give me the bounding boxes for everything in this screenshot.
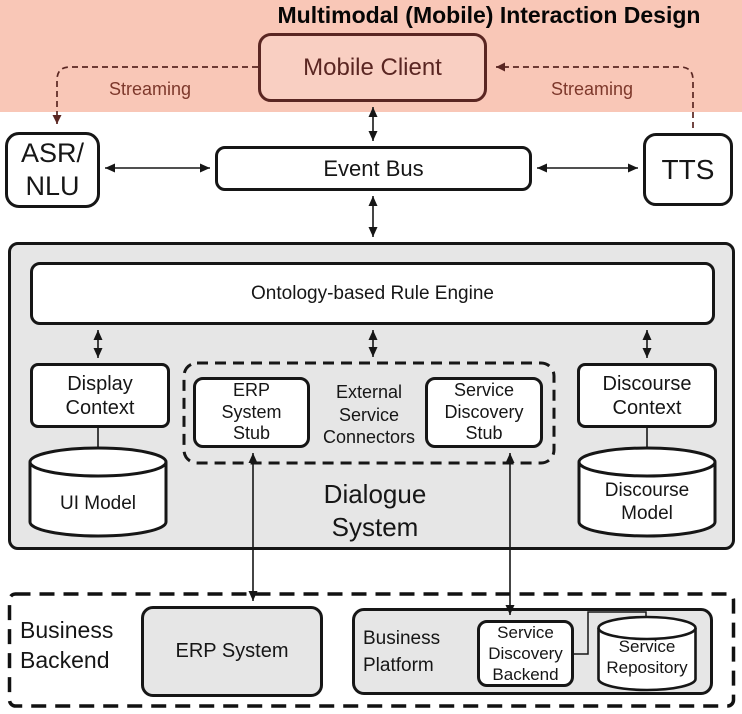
- dialogue-system-label: Dialogue System: [323, 479, 427, 542]
- diagram-title: Multimodal (Mobile) Interaction Design: [277, 2, 701, 28]
- asr-nlu-node: ASR/ NLU: [5, 132, 100, 208]
- erp-system-stub-node: ERP System Stub: [193, 377, 310, 448]
- business-platform-label: Business Platform: [363, 628, 441, 676]
- discourse-context-node: Discourse Context: [577, 363, 717, 428]
- tts-node: TTS: [643, 133, 733, 206]
- service-discovery-backend-node: Service Discovery Backend: [477, 620, 574, 687]
- streaming-label-right: Streaming: [550, 79, 634, 99]
- rule-engine-node: Ontology-based Rule Engine: [30, 262, 715, 325]
- external-service-connectors-label: External Service Connectors: [322, 382, 416, 448]
- ui-model-label: UI Model: [59, 493, 137, 514]
- service-repository-cylinder-icon: [597, 615, 697, 692]
- discourse-model-cylinder-icon: [577, 446, 717, 538]
- event-bus-node: Event Bus: [215, 146, 532, 191]
- business-backend-label: Business Backend: [20, 617, 114, 673]
- service-repository-label: Service Repository: [606, 637, 688, 678]
- service-discovery-stub-node: Service Discovery Stub: [425, 377, 543, 448]
- erp-system-node: ERP System: [141, 606, 323, 697]
- streaming-label-left: Streaming: [108, 79, 192, 99]
- display-context-node: Display Context: [30, 363, 170, 428]
- discourse-model-label: Discourse Model: [604, 480, 690, 524]
- mobile-client-node: Mobile Client: [258, 33, 487, 102]
- ui-model-cylinder-icon: [28, 446, 168, 538]
